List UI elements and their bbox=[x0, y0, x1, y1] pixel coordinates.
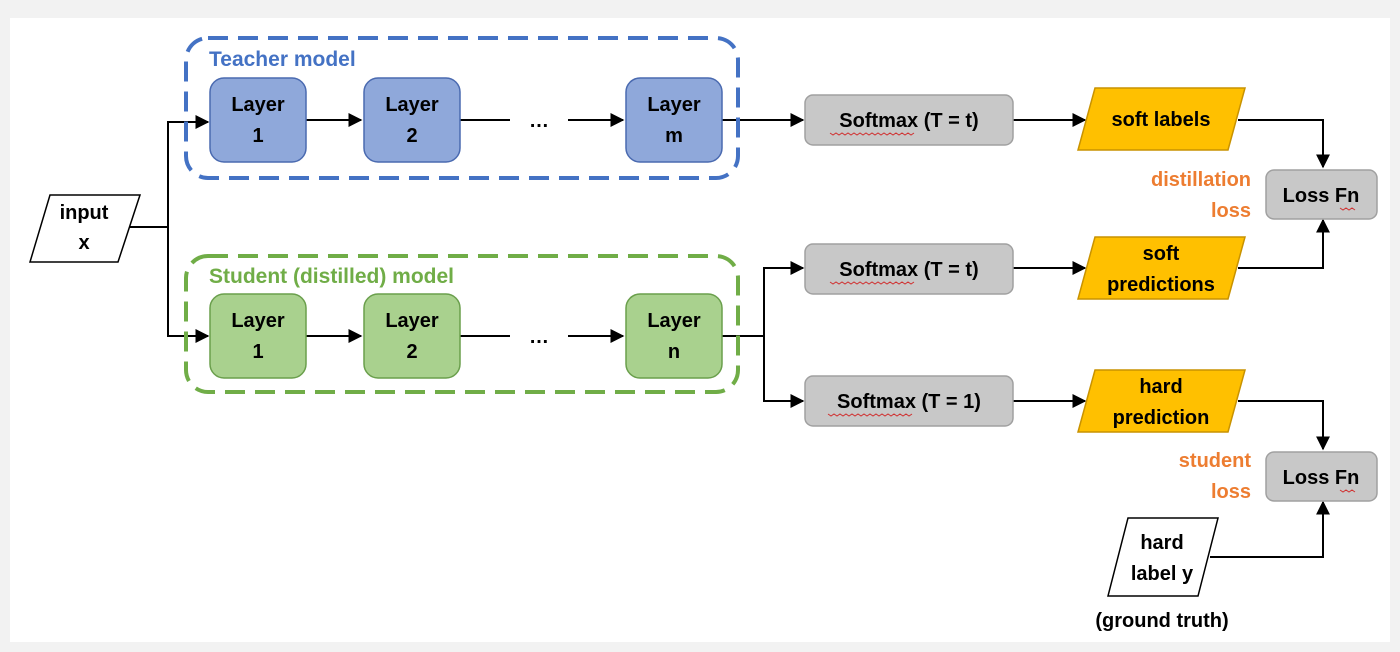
svg-text:hard: hard bbox=[1139, 376, 1182, 398]
svg-text:1: 1 bbox=[252, 341, 263, 363]
svg-text:Softmax (T = t): Softmax (T = t) bbox=[839, 110, 978, 132]
svg-text:soft: soft bbox=[1143, 243, 1180, 265]
svg-text:loss: loss bbox=[1211, 200, 1251, 222]
student-loss-label: student loss bbox=[1179, 450, 1252, 503]
student-layer-1: Layer 1 bbox=[209, 293, 307, 379]
svg-text:n: n bbox=[668, 341, 680, 363]
svg-text:Softmax (T = 1): Softmax (T = 1) bbox=[837, 391, 981, 413]
input-x: input x bbox=[28, 194, 142, 263]
hard-label-y: hard label y bbox=[1107, 517, 1219, 597]
soft-labels: soft labels bbox=[1077, 87, 1246, 151]
svg-text:Layer: Layer bbox=[647, 310, 701, 332]
svg-text:Layer: Layer bbox=[231, 310, 285, 332]
teacher-layer-2: Layer 2 bbox=[363, 77, 461, 163]
svg-text:Layer: Layer bbox=[385, 310, 439, 332]
student-layer-n: Layer n bbox=[625, 293, 723, 379]
soft-predictions: soft predictions bbox=[1077, 236, 1246, 300]
svg-text:m: m bbox=[665, 125, 683, 147]
hard-prediction-to-loss2-arrow bbox=[1238, 400, 1330, 451]
svg-text:1: 1 bbox=[252, 125, 263, 147]
student-model-group bbox=[184, 254, 740, 394]
split-to-student-arrow bbox=[167, 227, 210, 343]
hard-prediction: hard prediction bbox=[1077, 369, 1246, 433]
student-model-title: Student (distilled) model bbox=[209, 265, 454, 288]
svg-text:loss: loss bbox=[1211, 481, 1251, 503]
distillation-loss-label: distillation loss bbox=[1151, 169, 1251, 222]
svg-text:2: 2 bbox=[406, 125, 417, 147]
student-to-softmax-1-arrow bbox=[763, 336, 805, 408]
svg-text:predictions: predictions bbox=[1107, 274, 1215, 296]
split-to-teacher-arrow bbox=[167, 115, 210, 227]
svg-text:Loss Fn: Loss Fn bbox=[1283, 185, 1360, 207]
hard-label-to-loss2-arrow bbox=[1210, 500, 1330, 558]
svg-text:soft labels: soft labels bbox=[1112, 109, 1211, 131]
svg-text:hard: hard bbox=[1140, 532, 1183, 554]
svg-text:Layer: Layer bbox=[231, 94, 285, 116]
student-ellipsis: … bbox=[529, 326, 549, 348]
svg-text:distillation: distillation bbox=[1151, 169, 1251, 191]
teacher-model-group bbox=[184, 36, 740, 180]
softmax-teacher-t: Softmax (T = t) bbox=[804, 94, 1014, 146]
student-to-softmax-t-arrow bbox=[763, 261, 805, 336]
soft-predictions-to-loss1-arrow bbox=[1238, 218, 1330, 269]
svg-text:Loss Fn: Loss Fn bbox=[1283, 467, 1360, 489]
teacher-layer-1: Layer 1 bbox=[209, 77, 307, 163]
teacher-model-title: Teacher model bbox=[209, 48, 356, 71]
connectors bbox=[128, 113, 1330, 558]
svg-text:2: 2 bbox=[406, 341, 417, 363]
svg-text:Layer: Layer bbox=[385, 94, 439, 116]
soft-labels-to-loss1-arrow bbox=[1238, 119, 1330, 169]
svg-text:input: input bbox=[60, 202, 109, 224]
svg-text:prediction: prediction bbox=[1113, 407, 1210, 429]
svg-text:label y: label y bbox=[1131, 563, 1194, 585]
softmax-student-1: Softmax (T = 1) bbox=[804, 375, 1014, 427]
svg-text:Layer: Layer bbox=[647, 94, 701, 116]
student-layer-2: Layer 2 bbox=[363, 293, 461, 379]
softmax-student-t: Softmax (T = t) bbox=[804, 243, 1014, 295]
svg-text:x: x bbox=[78, 232, 89, 254]
loss-fn-distillation: Loss Fn bbox=[1265, 169, 1378, 220]
loss-fn-student: Loss Fn bbox=[1265, 451, 1378, 502]
teacher-layer-m: Layer m bbox=[625, 77, 723, 163]
svg-text:Softmax (T = t): Softmax (T = t) bbox=[839, 259, 978, 281]
teacher-ellipsis: … bbox=[529, 110, 549, 132]
ground-truth-caption: (ground truth) bbox=[1095, 610, 1228, 632]
svg-text:student: student bbox=[1179, 450, 1252, 472]
